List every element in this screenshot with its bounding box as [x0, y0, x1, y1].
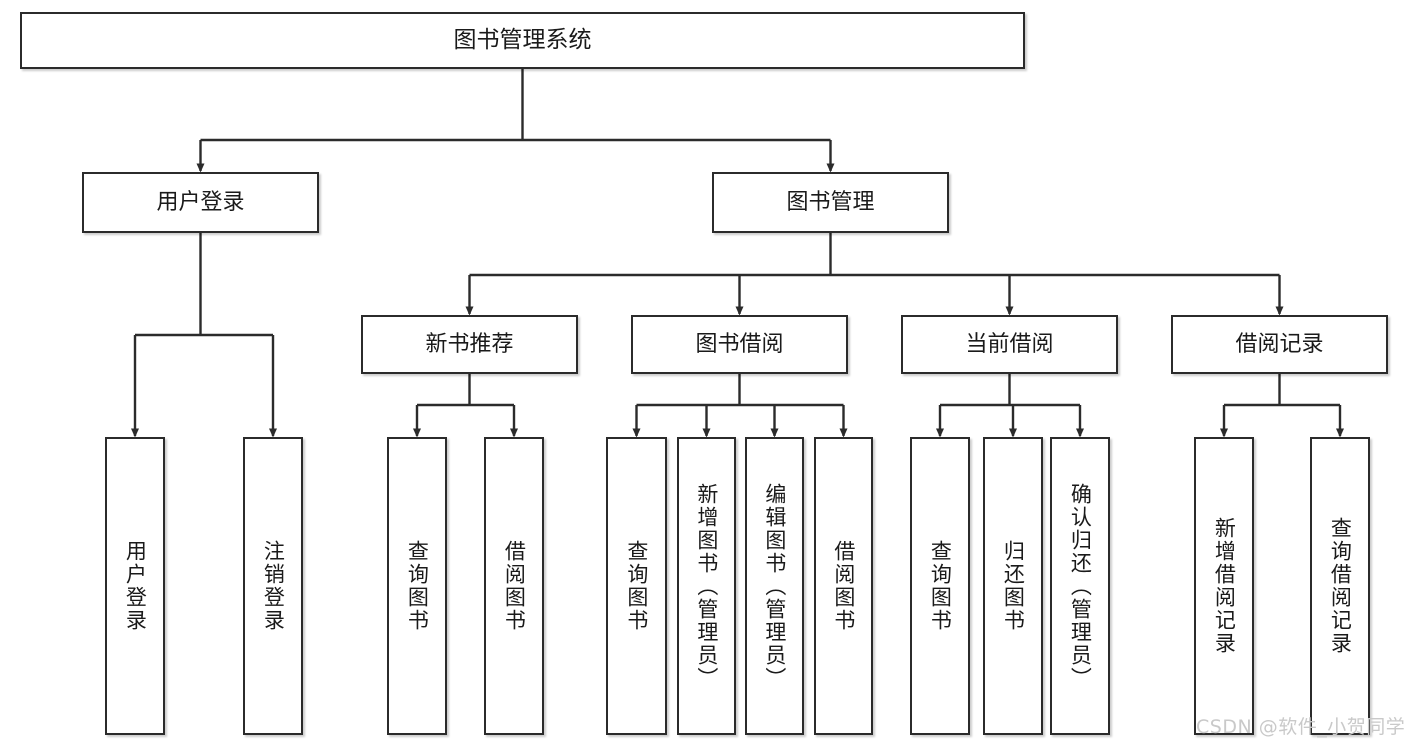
node-label: 当前借阅 [965, 331, 1054, 357]
node-leaf-new-1[interactable]: 查询图书 [387, 437, 447, 735]
node-leaf-login-2[interactable]: 注销登录 [243, 437, 303, 735]
node-label: 查询借阅记录 [1328, 517, 1353, 655]
node-label: 查询图书 [928, 540, 953, 632]
node-newbook[interactable]: 新书推荐 [361, 315, 578, 374]
node-label: 查询图书 [405, 540, 430, 632]
node-label: 新增借阅记录 [1212, 517, 1237, 655]
node-label: 新书推荐 [425, 331, 514, 357]
node-leaf-rec-2[interactable]: 查询借阅记录 [1310, 437, 1370, 735]
node-leaf-borrow-3[interactable]: 编辑图书（管理员） [745, 437, 804, 735]
node-label: 确认归还（管理员） [1068, 482, 1093, 690]
node-bookmgmt[interactable]: 图书管理 [712, 172, 949, 233]
node-label: 用户登录 [156, 189, 245, 215]
node-leaf-borrow-2[interactable]: 新增图书（管理员） [677, 437, 736, 735]
node-label: 查询图书 [624, 540, 649, 632]
node-leaf-borrow-4[interactable]: 借阅图书 [814, 437, 873, 735]
node-leaf-cur-1[interactable]: 查询图书 [910, 437, 970, 735]
node-leaf-borrow-1[interactable]: 查询图书 [606, 437, 667, 735]
node-label: 借阅记录 [1235, 331, 1324, 357]
node-label: 注销登录 [261, 540, 286, 632]
node-label: 图书管理 [786, 189, 875, 215]
node-leaf-cur-3[interactable]: 确认归还（管理员） [1050, 437, 1110, 735]
node-label: 借阅图书 [502, 540, 527, 632]
connector-group [131, 69, 1344, 438]
node-label: 归还图书 [1001, 540, 1026, 632]
node-label: 用户登录 [123, 540, 148, 632]
node-leaf-login-1[interactable]: 用户登录 [105, 437, 165, 735]
node-borrow[interactable]: 图书借阅 [631, 315, 848, 374]
node-login[interactable]: 用户登录 [82, 172, 319, 233]
node-label: 图书管理系统 [453, 26, 592, 53]
node-records[interactable]: 借阅记录 [1171, 315, 1388, 374]
node-label: 编辑图书（管理员） [762, 482, 787, 690]
node-leaf-rec-1[interactable]: 新增借阅记录 [1194, 437, 1254, 735]
node-root[interactable]: 图书管理系统 [20, 12, 1025, 69]
node-label: 借阅图书 [831, 540, 856, 632]
node-current[interactable]: 当前借阅 [901, 315, 1118, 374]
node-label: 新增图书（管理员） [694, 482, 719, 690]
node-label: 图书借阅 [695, 331, 784, 357]
node-leaf-new-2[interactable]: 借阅图书 [484, 437, 544, 735]
node-leaf-cur-2[interactable]: 归还图书 [983, 437, 1043, 735]
